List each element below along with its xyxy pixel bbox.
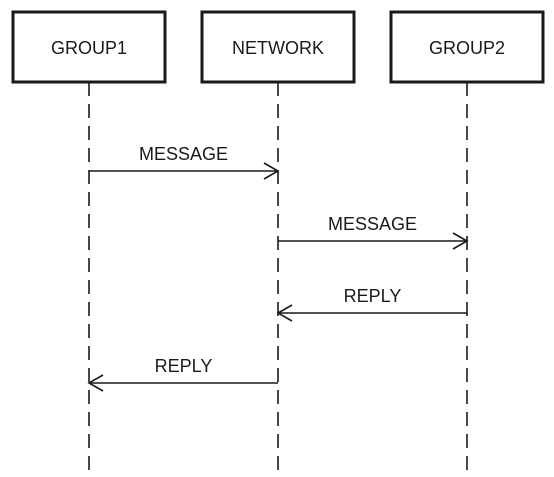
message-label: MESSAGE <box>328 214 417 234</box>
arrowhead-icon <box>263 162 280 180</box>
message-label: REPLY <box>344 286 402 306</box>
reply-group2-to-network: REPLY <box>276 286 467 322</box>
participant-box <box>389 10 545 84</box>
participant-group2: GROUP2 <box>389 10 545 84</box>
arrowhead-icon <box>87 374 104 392</box>
participant-group1: GROUP1 <box>11 10 167 84</box>
message-label: MESSAGE <box>139 144 228 164</box>
participant-label: GROUP2 <box>429 38 505 58</box>
participant-label: GROUP1 <box>51 38 127 58</box>
arrowhead-icon <box>276 304 293 322</box>
message-network-to-group2: MESSAGE <box>278 214 469 250</box>
arrowhead-icon <box>452 232 469 250</box>
participant-network: NETWORK <box>200 10 356 84</box>
message-group1-to-network: MESSAGE <box>89 144 280 180</box>
participant-box <box>200 10 356 84</box>
participant-box <box>11 10 167 84</box>
message-label: REPLY <box>155 356 213 376</box>
reply-network-to-group1: REPLY <box>87 356 278 392</box>
participant-label: NETWORK <box>232 38 324 58</box>
